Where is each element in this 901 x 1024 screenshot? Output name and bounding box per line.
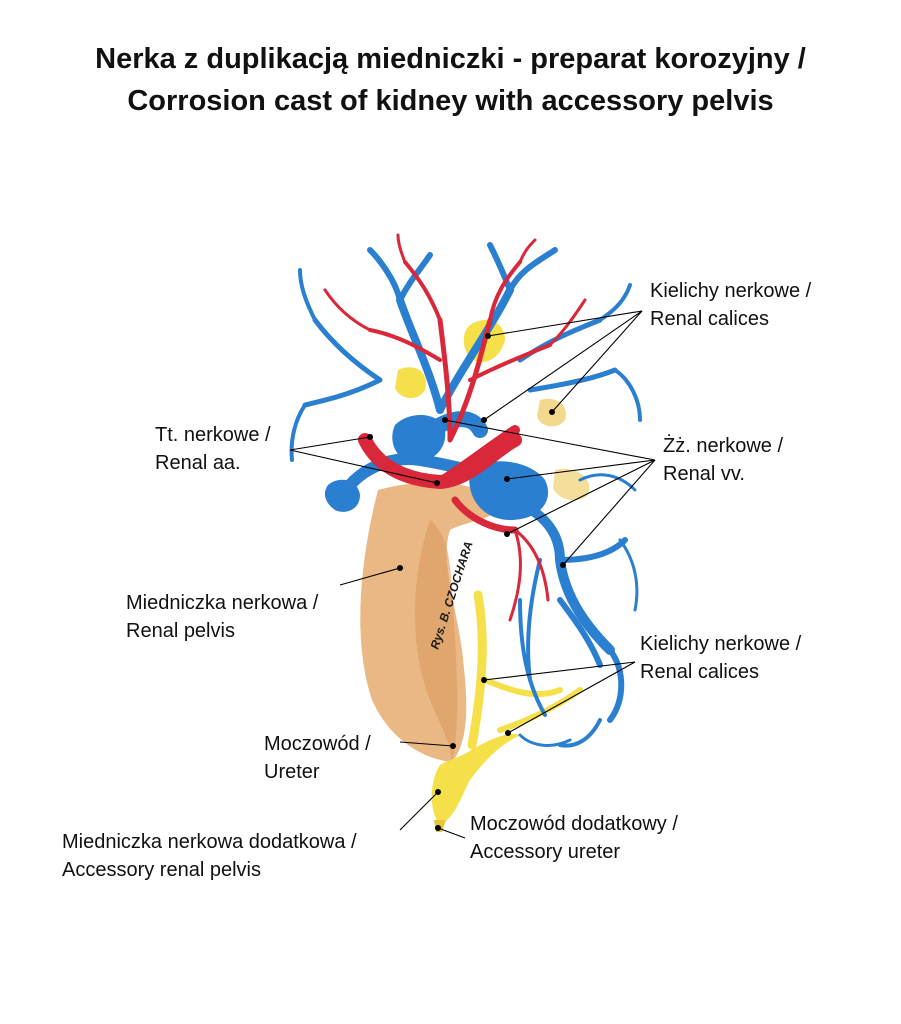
label-veins: Żż. nerkowe / Renal vv. [663, 432, 783, 488]
label-ureter: Moczowód / Ureter [264, 730, 371, 786]
renal-veins [289, 242, 642, 748]
label-ureter-en: Ureter [264, 761, 320, 783]
label-calices-top-en: Renal calices [650, 308, 769, 330]
label-calices-top-pl: Kielichy nerkowe / [650, 280, 812, 302]
label-calices-top: Kielichy nerkowe / Renal calices [650, 277, 811, 333]
label-ureter-pl: Moczowód / [264, 733, 371, 755]
middle-calyx [553, 468, 590, 501]
renal-pelvis-shade [415, 520, 458, 762]
label-veins-en: Renal vv. [663, 463, 745, 485]
label-accessory-pelvis-pl: Miedniczka nerkowa dodatkowa / [62, 831, 357, 853]
label-accessory-pelvis-en: Accessory renal pelvis [62, 859, 261, 881]
page-title: Nerka z duplikacją miedniczki - preparat… [0, 38, 901, 122]
leader-lines [289, 310, 656, 839]
label-veins-pl: Żż. nerkowe / [663, 435, 784, 457]
label-calices-bottom-pl: Kielichy nerkowe / [640, 633, 802, 655]
title-line-2: Corrosion cast of kidney with accessory … [127, 85, 774, 117]
label-pelvis: Miedniczka nerkowa / Renal pelvis [126, 589, 318, 645]
label-calices-bottom: Kielichy nerkowe / Renal calices [640, 630, 801, 686]
label-arteries-pl: Tt. nerkowe / [155, 424, 271, 446]
label-pelvis-en: Renal pelvis [126, 620, 235, 642]
label-arteries-en: Renal aa. [155, 452, 241, 474]
label-accessory-pelvis: Miedniczka nerkowa dodatkowa / Accessory… [62, 828, 357, 884]
title-line-1: Nerka z duplikacją miedniczki - preparat… [95, 43, 806, 75]
accessory-pelvis-shape [431, 733, 520, 825]
label-calices-bottom-en: Renal calices [640, 661, 759, 683]
upper-calyx-2 [395, 367, 426, 399]
label-accessory-ureter: Moczowód dodatkowy / Accessory ureter [470, 810, 678, 866]
label-accessory-ureter-en: Accessory ureter [470, 841, 621, 863]
vein-left-stub [324, 479, 360, 512]
label-arteries: Tt. nerkowe / Renal aa. [155, 421, 271, 477]
label-accessory-ureter-pl: Moczowód dodatkowy / [470, 813, 678, 835]
lower-calyx-stem [467, 590, 487, 750]
label-pelvis-pl: Miedniczka nerkowa / [126, 592, 319, 614]
vein-upper-lobe [392, 414, 446, 463]
